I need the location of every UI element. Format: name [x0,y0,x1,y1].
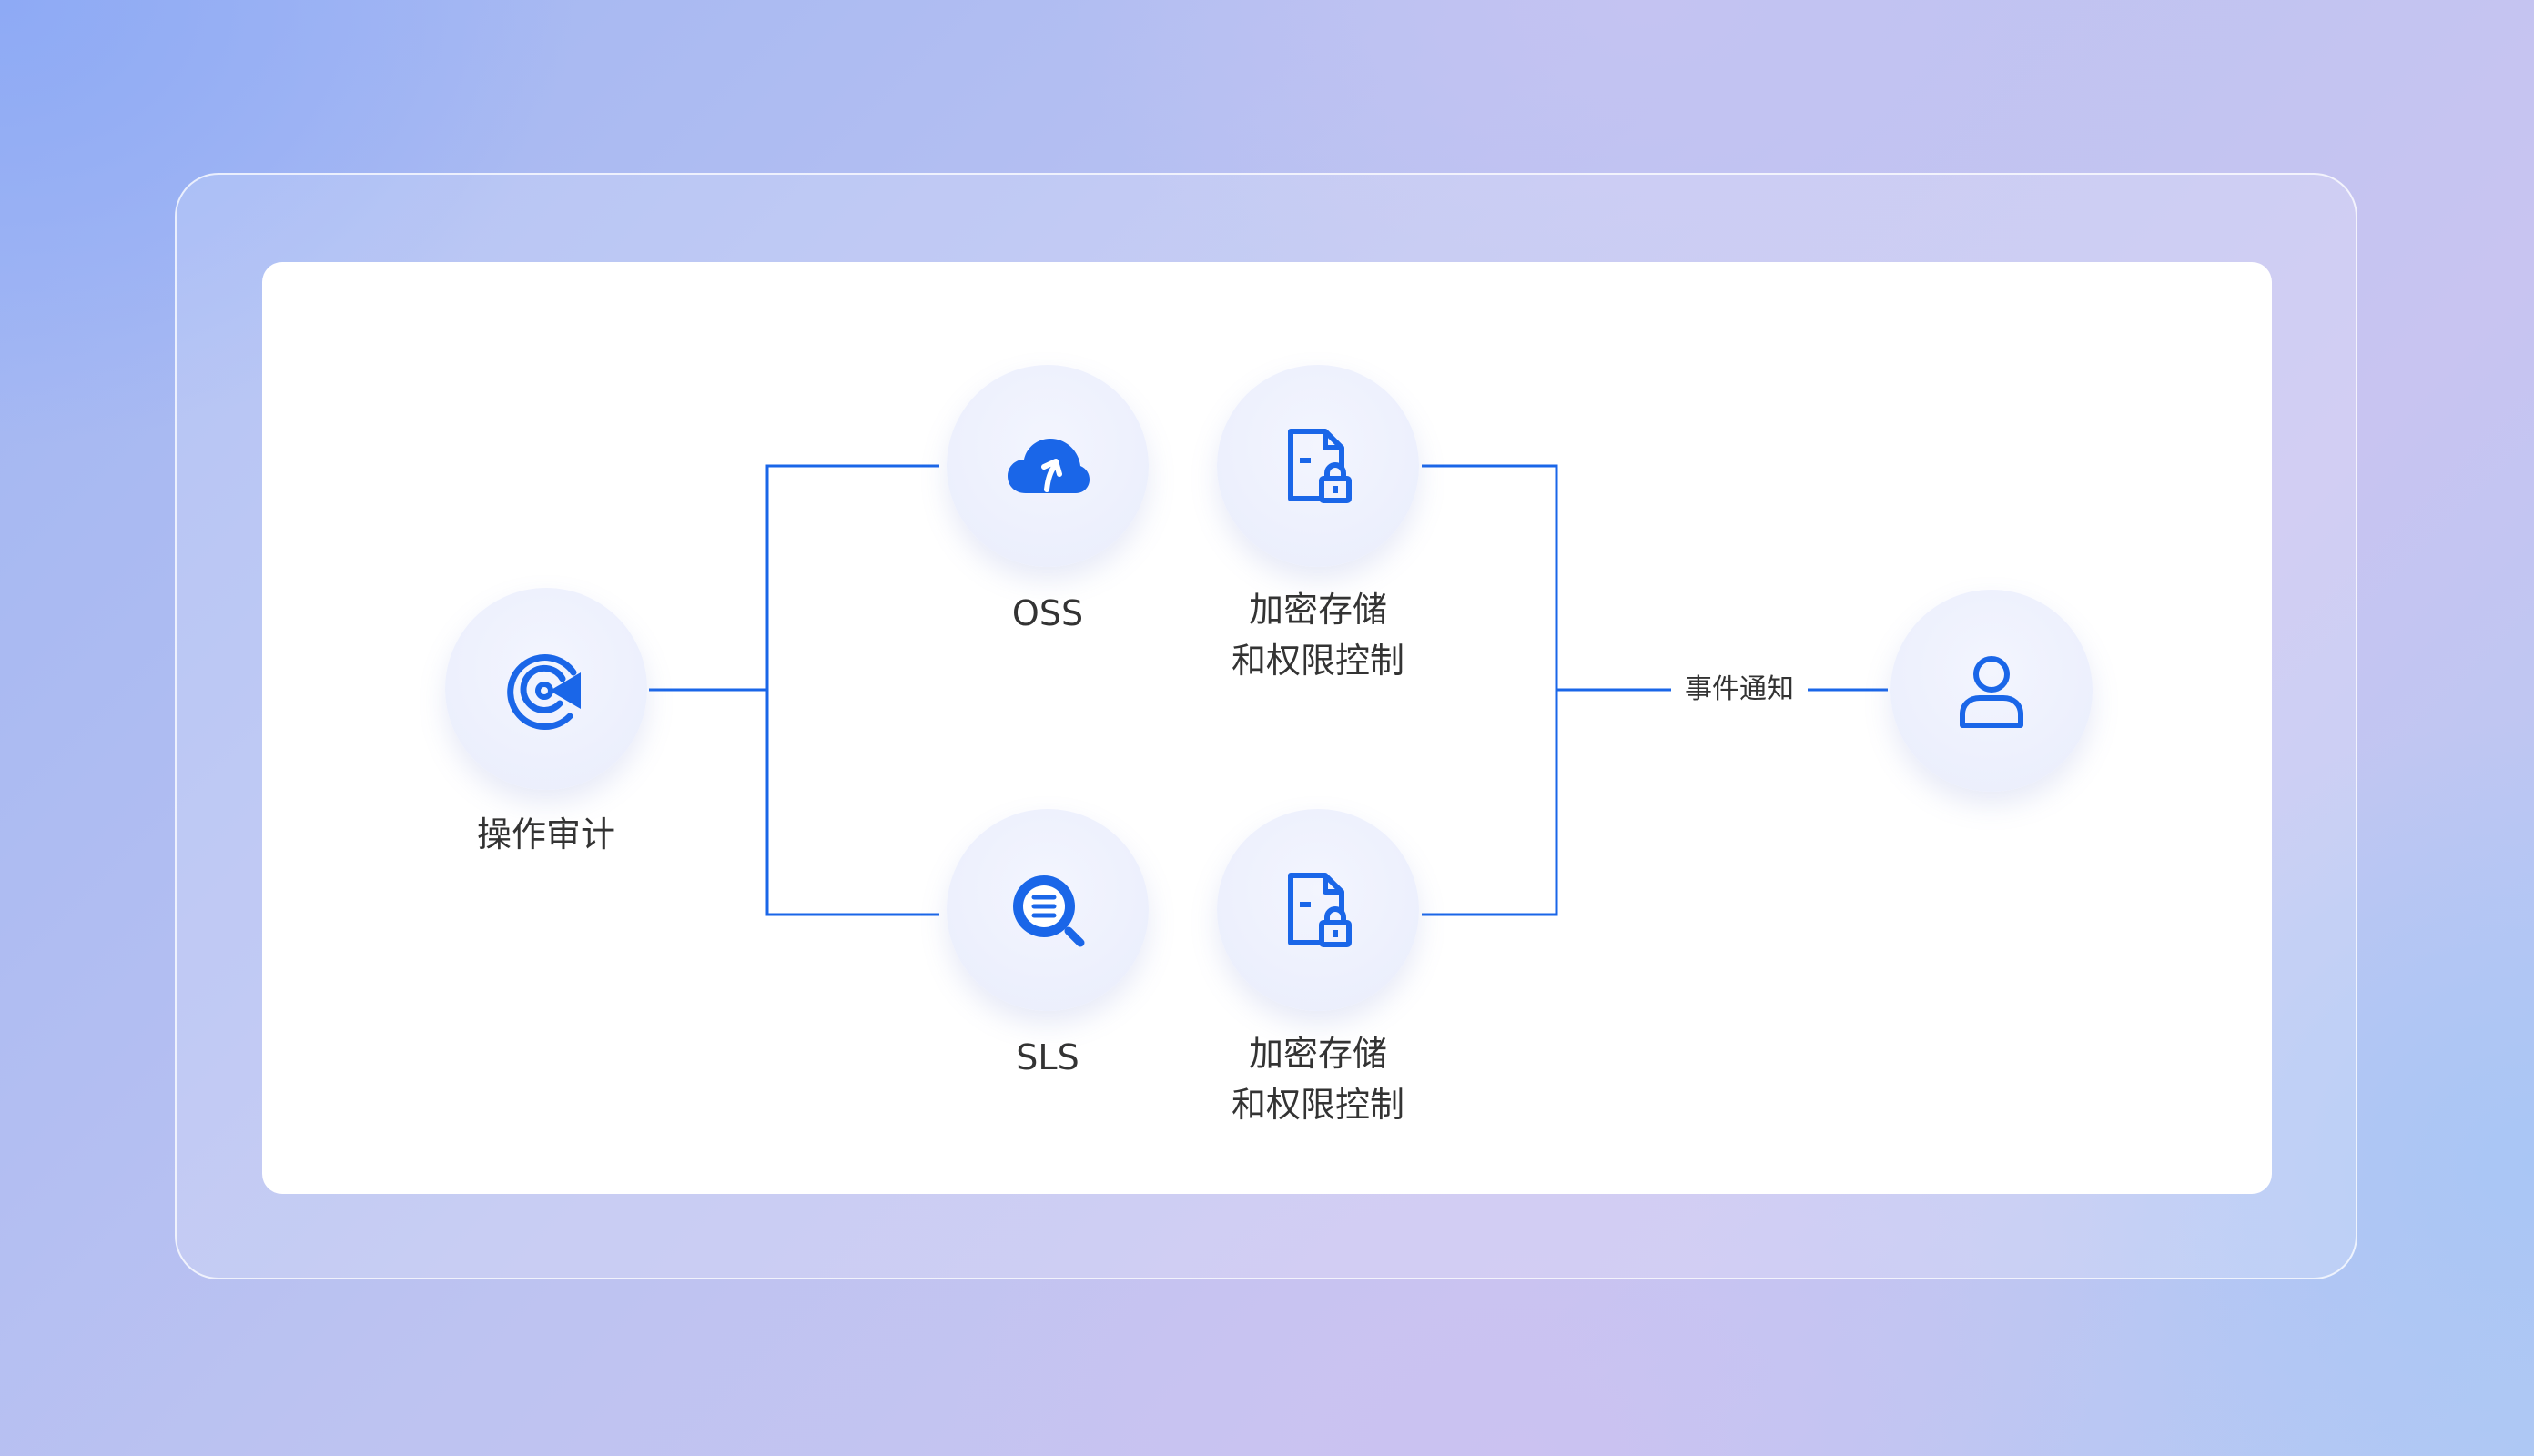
connector-branch-split [765,464,939,916]
encryption-label-bottom-line2: 和权限控制 [1231,1085,1405,1125]
event-notification-label: 事件通知 [1674,672,1805,708]
encryption-node-top [1217,365,1419,567]
locked-file-icon [1288,429,1352,503]
connector-enc-merge [1422,464,1558,916]
user-icon [1960,656,2023,728]
radar-target-icon [507,654,581,731]
encryption-node-bottom [1217,809,1419,1011]
sls-label: SLS [1016,1037,1079,1077]
oss-node [947,365,1149,567]
encryption-label-bottom-line1: 加密存储 [1248,1034,1388,1074]
sls-node [947,809,1149,1011]
log-search-icon [1013,875,1085,947]
user-node [1890,590,2093,792]
audit-label: 操作审计 [476,814,616,854]
audit-node [445,588,647,790]
cloud-upload-icon [1008,439,1090,493]
encryption-label-top: 加密存储 和权限控制 [1232,584,1404,686]
locked-file-icon [1288,873,1352,947]
encryption-label-top-line1: 加密存储 [1248,590,1388,630]
oss-label: OSS [1011,593,1084,633]
encryption-label-top-line2: 和权限控制 [1231,641,1405,681]
encryption-label-bottom: 加密存储 和权限控制 [1232,1028,1404,1130]
